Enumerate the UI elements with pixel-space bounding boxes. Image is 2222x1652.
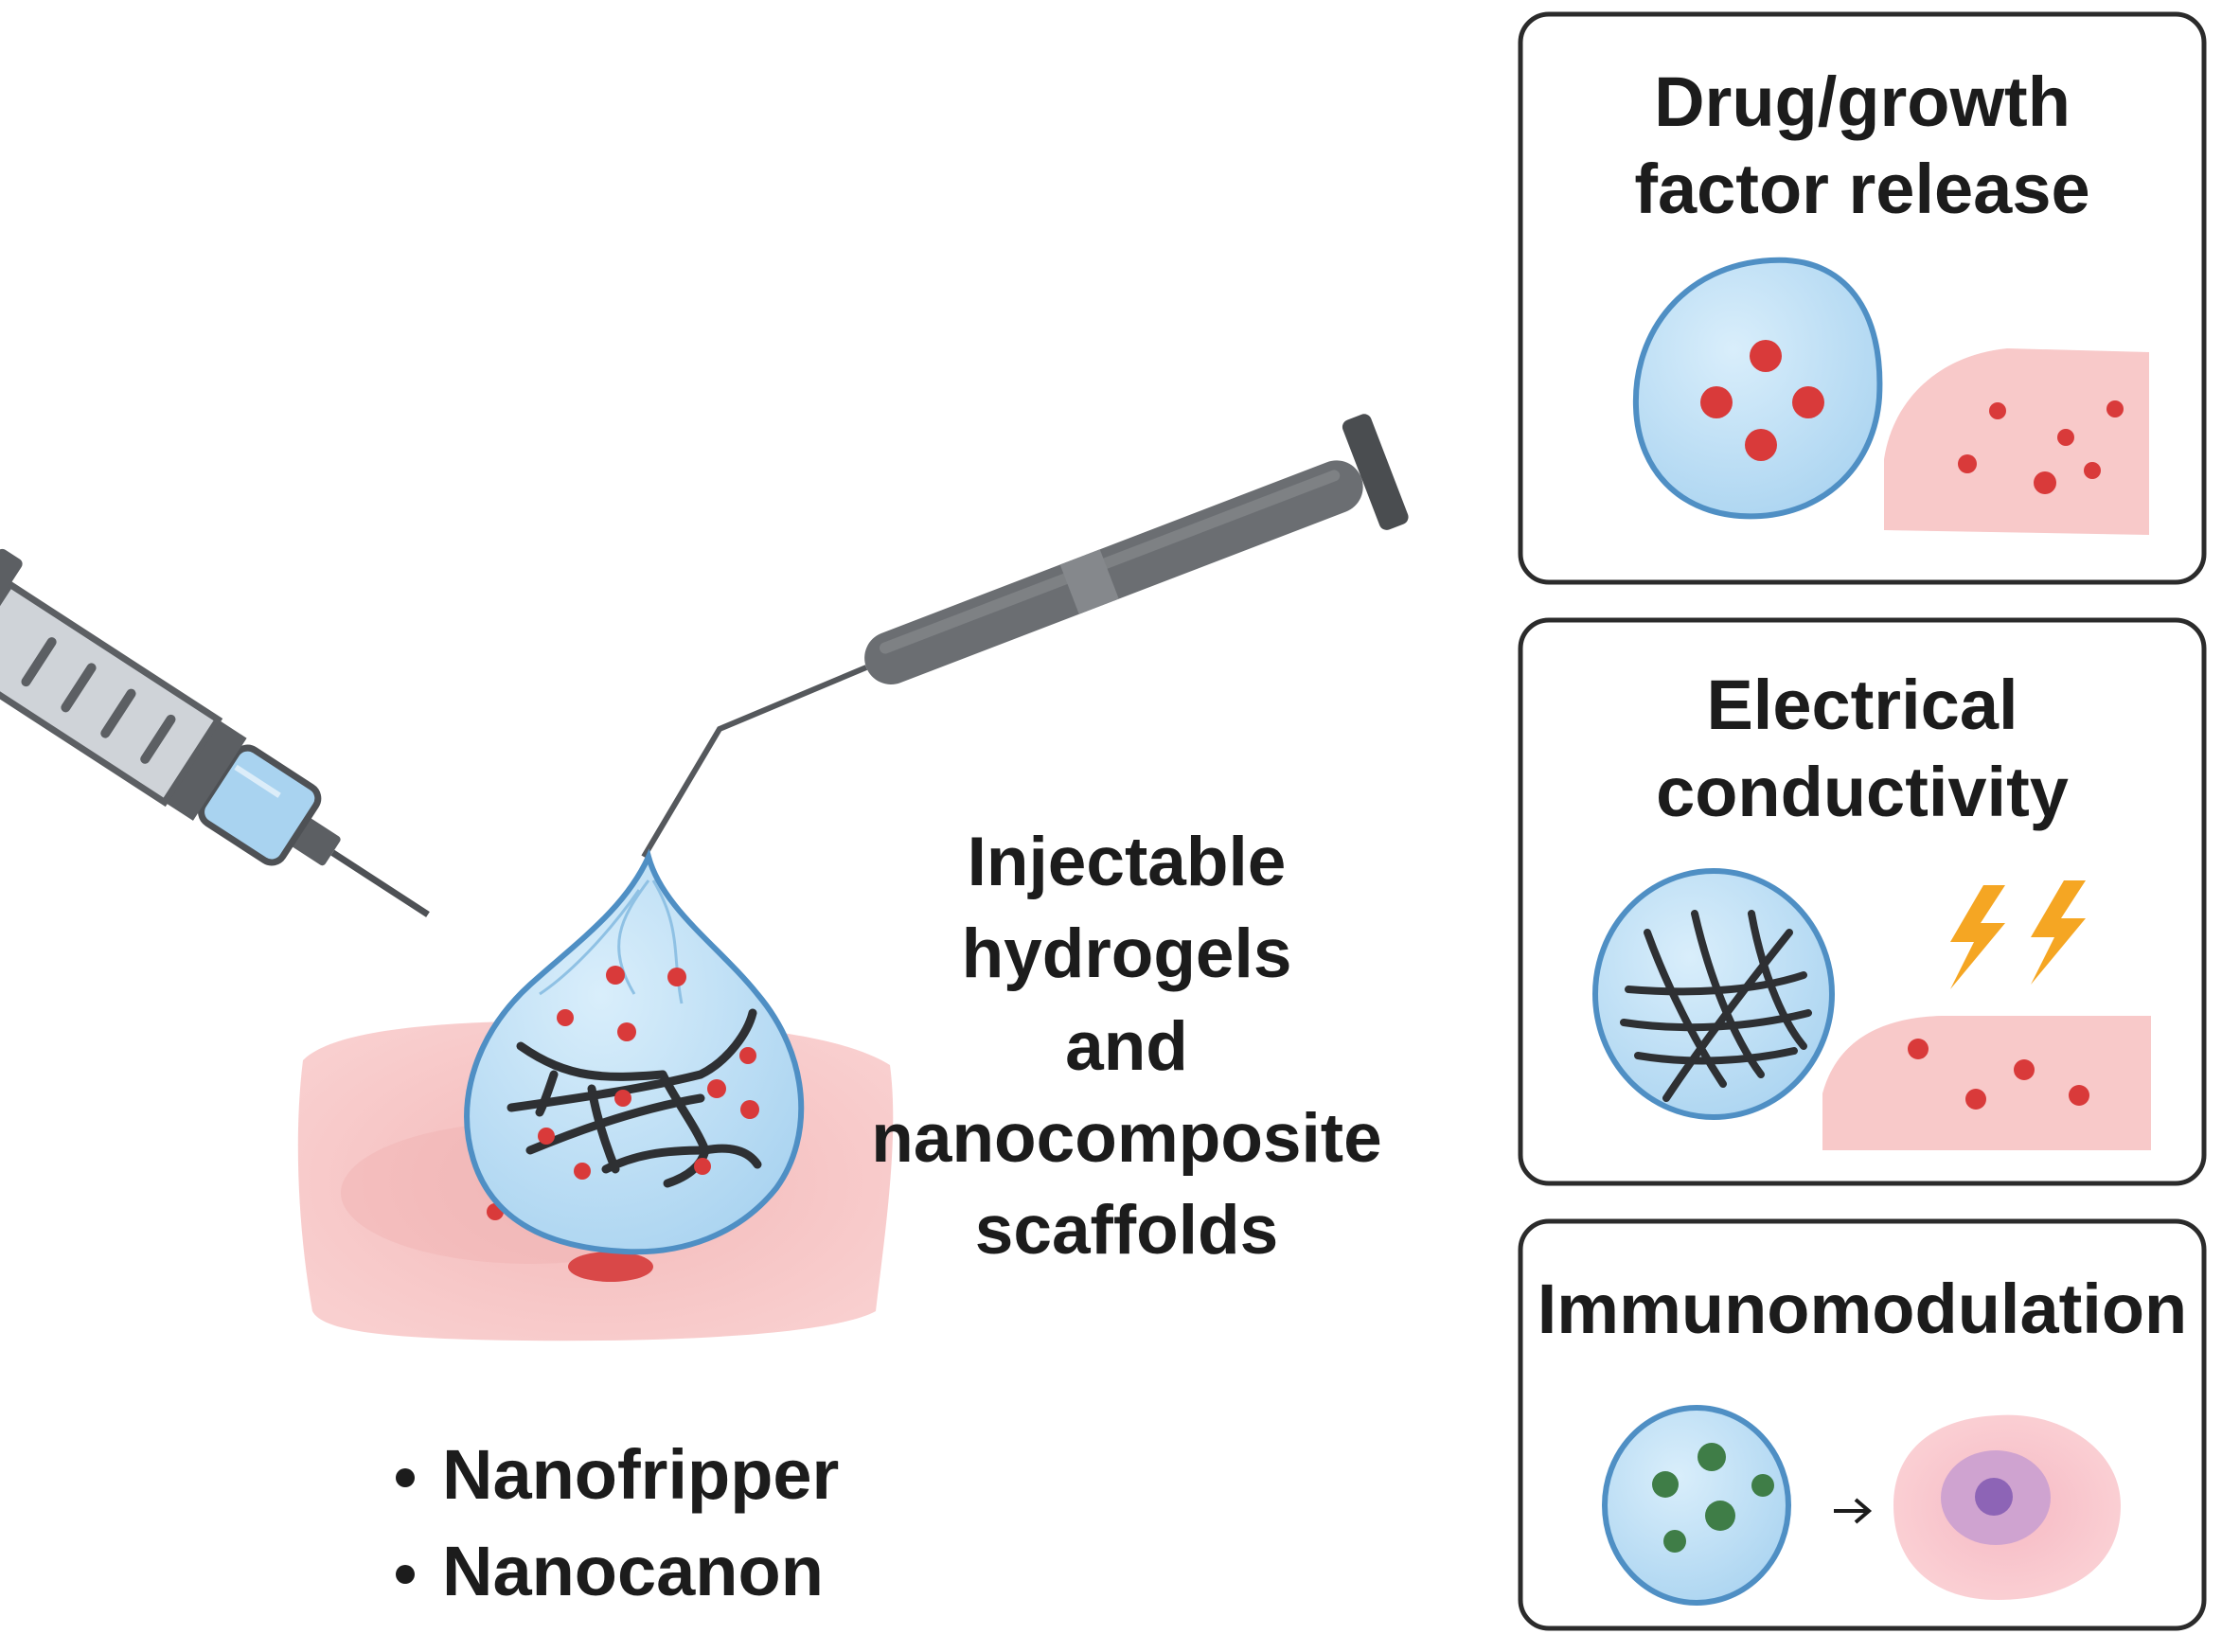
panel-title: Electrical bbox=[1706, 666, 2018, 744]
panel-drug-release: Drug/growth factor release bbox=[1518, 11, 2207, 585]
hydrogel-droplet-icon bbox=[464, 848, 805, 1255]
panel-electrical-conductivity: Electrical conductivity bbox=[1518, 617, 2207, 1186]
main-label-line: hydrogels bbox=[962, 915, 1292, 992]
bullet-item: Nanofripper bbox=[442, 1435, 839, 1514]
main-label-line: scaffolds bbox=[975, 1192, 1278, 1269]
lightning-icon bbox=[2031, 880, 2086, 985]
panel-immunomodulation: Immunomodulation bbox=[1518, 1218, 2207, 1631]
lightning-icon bbox=[1950, 885, 2005, 989]
cell-icon bbox=[1893, 1414, 2121, 1600]
main-label: Injectable hydrogels and nanocomposite s… bbox=[871, 824, 1381, 1269]
bullet-item: Nanocanon bbox=[442, 1532, 824, 1610]
nanofiber-network bbox=[507, 1008, 762, 1188]
syringe-icon bbox=[0, 548, 430, 917]
panel-title: factor release bbox=[1634, 150, 2089, 228]
main-label-line: nanocomposite bbox=[871, 1100, 1381, 1177]
panel-title: Immunomodulation bbox=[1538, 1270, 2188, 1348]
tissue-block bbox=[1884, 348, 2149, 535]
hydrogel-blob bbox=[1602, 1405, 1791, 1606]
bullet-dot bbox=[396, 1565, 415, 1584]
needle-pen-icon bbox=[641, 414, 1409, 859]
arrow-right-icon bbox=[1834, 1498, 1873, 1524]
panel-title: conductivity bbox=[1656, 753, 2069, 831]
hydrogel-blob bbox=[1632, 257, 1883, 520]
panel-title: Drug/growth bbox=[1654, 62, 2071, 141]
main-label-line: Injectable bbox=[968, 824, 1287, 900]
wound-spot bbox=[568, 1252, 653, 1282]
tissue-block bbox=[1822, 1016, 2151, 1150]
main-label-line: and bbox=[1065, 1008, 1188, 1085]
bullet-list: Nanofripper Nanocanon bbox=[396, 1435, 839, 1610]
bullet-dot bbox=[396, 1468, 415, 1487]
conductive-mesh bbox=[1620, 910, 1812, 1102]
